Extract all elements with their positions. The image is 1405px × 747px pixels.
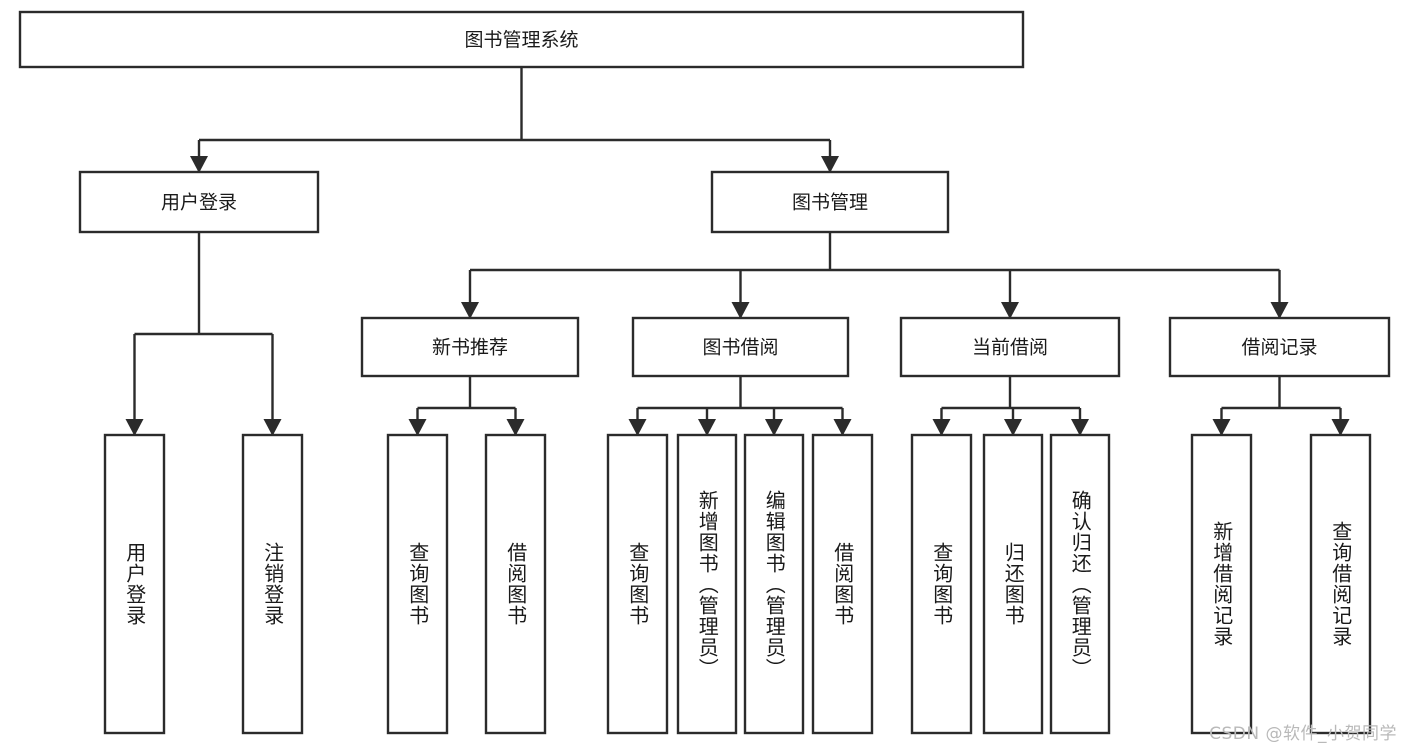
node-leaf-user-login[interactable] (103, 433, 166, 735)
node-leaf-query-book-cur-rect (910, 433, 973, 735)
node-leaf-query-book-rec-rect (386, 433, 449, 735)
borrow-record-arrow-0 (1212, 419, 1231, 436)
book-manage-arrow-2 (1001, 302, 1019, 319)
node-leaf-add-book-admin-rect (676, 433, 738, 735)
node-leaf-query-book-borrow-rect (606, 433, 669, 735)
book-manage-arrow-3 (1270, 302, 1289, 319)
node-leaf-borrow-book-rect (811, 433, 874, 735)
node-leaf-add-borrow-record-rect (1190, 433, 1253, 735)
node-user-login[interactable]: 用户登录 (78, 170, 320, 234)
node-leaf-edit-book-admin[interactable] (743, 433, 805, 735)
node-book-manage-rect (710, 170, 950, 234)
connector-layer (125, 67, 1350, 436)
node-book-manage[interactable]: 图书管理 (710, 170, 950, 234)
csdn-watermark: CSDN @软件_小贺同学 (1209, 724, 1397, 744)
node-current-borrow-rect (899, 316, 1121, 378)
node-leaf-query-book-rec[interactable] (386, 433, 449, 735)
node-current-borrow[interactable]: 当前借阅 (899, 316, 1121, 378)
node-user-login-label: 用户登录 (161, 192, 237, 214)
node-leaf-borrow-book[interactable] (811, 433, 874, 735)
book-borrow-arrow-2 (765, 419, 783, 436)
book-manage-arrow-0 (461, 302, 479, 319)
current-borrow-arrow-2 (1071, 419, 1089, 436)
root-arrow-1 (821, 156, 839, 173)
node-leaf-user-login-rect (103, 433, 166, 735)
node-new-book-recommend-label: 新书推荐 (432, 337, 508, 359)
book-manage-arrow-1 (731, 302, 750, 319)
node-leaf-query-borrow-record[interactable] (1309, 433, 1372, 735)
node-leaf-query-book-borrow[interactable] (606, 433, 669, 735)
node-root-图书管理系统-rect (18, 10, 1025, 69)
node-borrow-record-label: 借阅记录 (1241, 337, 1317, 359)
current-borrow-arrow-1 (1004, 419, 1022, 436)
node-leaf-add-book-admin[interactable] (676, 433, 738, 735)
book-borrow-arrow-3 (833, 419, 852, 436)
node-leaf-edit-book-admin-rect (743, 433, 805, 735)
node-book-borrow-label: 图书借阅 (702, 337, 778, 359)
node-leaf-logout-login-rect (241, 433, 304, 735)
node-root-图书管理系统-label: 图书管理系统 (464, 29, 578, 51)
book-borrow-arrow-1 (698, 419, 716, 436)
current-borrow-arrow-0 (932, 419, 951, 436)
node-leaf-confirm-return-admin-rect (1049, 433, 1111, 735)
node-leaf-confirm-return-admin[interactable] (1049, 433, 1111, 735)
book-borrow-arrow-0 (628, 419, 647, 436)
node-borrow-record-rect (1168, 316, 1391, 378)
node-leaf-return-book[interactable] (982, 433, 1044, 735)
borrow-record-arrow-1 (1331, 419, 1350, 436)
node-borrow-record[interactable]: 借阅记录 (1168, 316, 1391, 378)
node-current-borrow-label: 当前借阅 (972, 337, 1048, 359)
node-user-login-rect (78, 170, 320, 234)
root-arrow-0 (190, 156, 208, 173)
new-book-recommend-arrow-0 (408, 419, 427, 436)
node-book-borrow-rect (631, 316, 850, 378)
user-login-arrow-1 (263, 419, 282, 436)
node-book-manage-label: 图书管理 (792, 192, 868, 214)
node-leaf-logout-login[interactable] (241, 433, 304, 735)
node-leaf-add-borrow-record[interactable] (1190, 433, 1253, 735)
node-leaf-return-book-rect (982, 433, 1044, 735)
node-leaf-borrow-book-rec[interactable] (484, 433, 547, 735)
new-book-recommend-arrow-1 (506, 419, 525, 436)
node-new-book-recommend-rect (360, 316, 580, 378)
node-new-book-recommend[interactable]: 新书推荐 (360, 316, 580, 378)
node-leaf-borrow-book-rec-rect (484, 433, 547, 735)
node-leaf-query-book-cur[interactable] (910, 433, 973, 735)
node-leaf-query-borrow-record-rect (1309, 433, 1372, 735)
node-root-图书管理系统[interactable]: 图书管理系统 (18, 10, 1025, 69)
user-login-arrow-0 (125, 419, 144, 436)
node-book-borrow[interactable]: 图书借阅 (631, 316, 850, 378)
